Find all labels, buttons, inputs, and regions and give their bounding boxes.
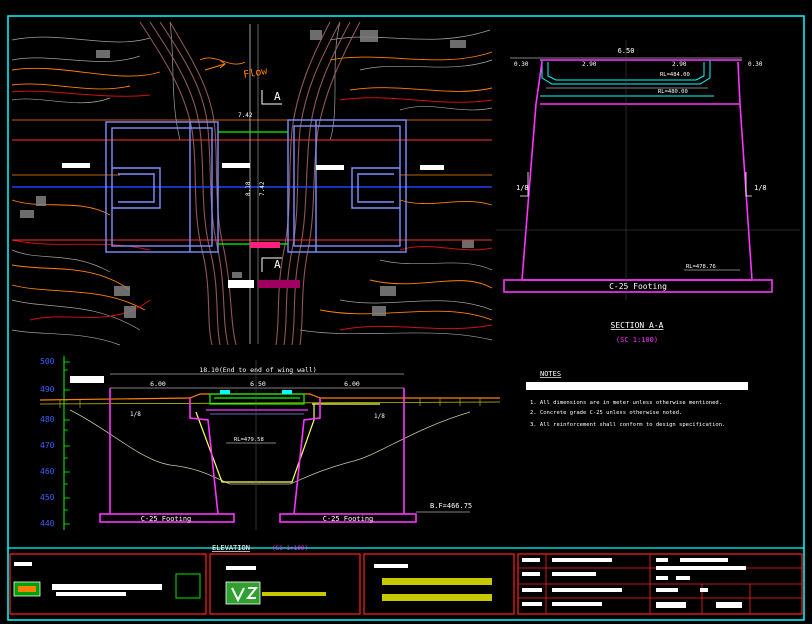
plan-dim-top: 7.42 xyxy=(238,112,253,119)
section-mark-bottom: A xyxy=(261,257,282,272)
elevation-view: 500 490 480 470 460 450 440 18.10(End to… xyxy=(39,356,501,552)
elev-scale-tick: 490 xyxy=(40,385,55,394)
elev-scale-tick: 470 xyxy=(40,441,55,450)
notes-line-1: 1. All dimensions are in meter unless ot… xyxy=(530,400,722,406)
notes-heading: NOTES xyxy=(540,370,561,378)
section-footing xyxy=(503,279,773,293)
section-title: SECTION A-A xyxy=(611,321,664,330)
flow-label: Flow xyxy=(243,66,270,81)
elev-bottom-level: B.F=466.75 xyxy=(430,502,472,510)
section-deck-level: RL=480.00 xyxy=(658,89,688,95)
plan-dim-mid-right: 7.42 xyxy=(259,181,266,196)
elev-slope-right: 1/8 xyxy=(374,413,385,420)
logo-icon xyxy=(13,581,41,597)
elev-slope-left: 1/8 xyxy=(130,411,141,418)
notes-block: NOTES 1. All dimensions are in meter unl… xyxy=(526,370,748,428)
outer-frame xyxy=(7,15,805,621)
elev-overall-dim: 18.10(End to end of wing wall) xyxy=(199,366,316,374)
section-right-edge: 0.30 xyxy=(748,61,763,68)
section-span-right: 2.90 xyxy=(672,61,687,68)
elev-dim-right: 6.00 xyxy=(344,380,360,388)
section-mark-top: A xyxy=(261,90,282,105)
plan-left-abutment xyxy=(105,121,219,253)
elev-scale-tick: 480 xyxy=(40,415,55,424)
elev-scale-tick: 450 xyxy=(40,493,55,502)
elev-footing-right-label: C-25 Footing xyxy=(323,515,374,523)
section-top-level: RL=484.00 xyxy=(660,72,690,78)
elev-dim-mid: 6.50 xyxy=(250,380,266,388)
section-ratio-right: 1/8 xyxy=(754,184,767,192)
elev-scale: (SC 1:100) xyxy=(272,545,308,552)
notes-line-3: 3. All reinforcement shall conform to de… xyxy=(530,422,725,428)
consultant-logo-icon xyxy=(225,581,261,605)
section-span-left: 2.90 xyxy=(582,61,597,68)
plan-dim-mid-left: 8.18 xyxy=(245,181,252,196)
section-footing-level: RL=478.76 xyxy=(686,264,716,270)
section-ratio-left: 1/8 xyxy=(516,184,529,192)
elev-title: ELEVATION xyxy=(212,544,250,552)
elev-scale-tick: 460 xyxy=(40,467,55,476)
elev-footing-right xyxy=(279,513,417,523)
title-block xyxy=(9,553,803,615)
svg-text:A: A xyxy=(274,90,281,103)
elev-footing-left xyxy=(99,513,235,523)
plan-view: Flow A A 7.42 8.18 7.42 xyxy=(11,21,493,346)
section-view: 6.50 0.30 0.30 2.90 2.90 RL=484.00 RL=48… xyxy=(496,40,800,344)
elev-dim-left: 6.00 xyxy=(150,380,166,388)
elev-scale-tick: 440 xyxy=(40,519,55,528)
section-left-edge: 0.30 xyxy=(514,61,529,68)
elev-mid-level: RL=479.58 xyxy=(234,437,264,443)
notes-line-2: 2. Concrete grade C-25 unless otherwise … xyxy=(530,410,682,416)
svg-text:A: A xyxy=(274,258,281,271)
plan-right-abutment xyxy=(287,119,407,253)
elev-scale-tick: 500 xyxy=(40,357,55,366)
elev-footing-left-label: C-25 Footing xyxy=(141,515,192,523)
section-footing-label: C-25 Footing xyxy=(609,282,667,291)
section-scale: (SC 1:100) xyxy=(616,336,658,344)
